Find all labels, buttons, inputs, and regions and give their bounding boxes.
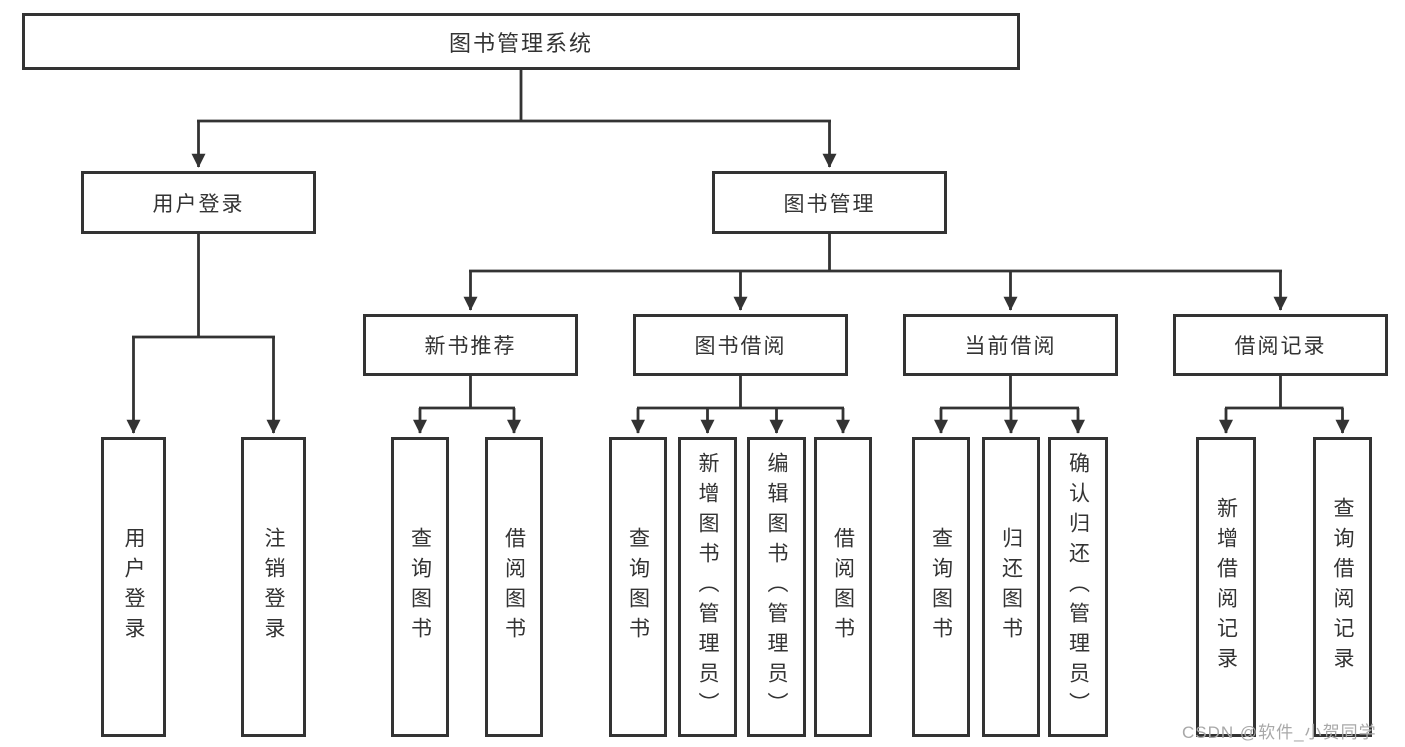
- node-book-borrowing: 图书借阅: [633, 314, 848, 376]
- leaf-query-borrow-record-label: 查询借阅记录: [1331, 497, 1354, 677]
- node-current-borrowing: 当前借阅: [903, 314, 1118, 376]
- leaf-edit-books-admin-label: 编辑图书（管理员）: [765, 452, 788, 722]
- leaf-query-books-current: 查询图书: [912, 437, 970, 737]
- node-new-book-recommendation: 新书推荐: [363, 314, 578, 376]
- leaf-return-books: 归还图书: [982, 437, 1040, 737]
- leaf-query-books-current-label: 查询图书: [929, 527, 953, 647]
- leaf-query-books-recommend-label: 查询图书: [408, 527, 432, 647]
- node-book-management: 图书管理: [712, 171, 947, 234]
- leaf-return-books-label: 归还图书: [999, 527, 1023, 647]
- leaf-add-books-admin: 新增图书（管理员）: [678, 437, 737, 737]
- node-user-login: 用户登录: [81, 171, 316, 234]
- leaf-add-books-admin-label: 新增图书（管理员）: [696, 452, 719, 722]
- watermark: CSDN @软件_小贺同学: [1182, 723, 1377, 742]
- leaf-logout-label: 注销登录: [262, 527, 285, 647]
- leaf-query-books-borrowing: 查询图书: [609, 437, 667, 737]
- leaf-query-borrow-record: 查询借阅记录: [1313, 437, 1372, 737]
- leaf-logout: 注销登录: [241, 437, 306, 737]
- leaf-add-borrow-record-label: 新增借阅记录: [1214, 497, 1238, 677]
- node-library-management-system: 图书管理系统: [22, 13, 1020, 70]
- leaf-borrow-books-borrowing: 借阅图书: [814, 437, 872, 737]
- leaf-confirm-return-admin: 确认归还（管理员）: [1048, 437, 1108, 737]
- leaf-user-login: 用户登录: [101, 437, 166, 737]
- leaf-confirm-return-admin-label: 确认归还（管理员）: [1066, 452, 1090, 722]
- leaf-borrow-books-recommend-label: 借阅图书: [502, 527, 526, 647]
- leaf-query-books-borrowing-label: 查询图书: [626, 527, 650, 647]
- node-borrowing-records: 借阅记录: [1173, 314, 1388, 376]
- leaf-borrow-books-recommend: 借阅图书: [485, 437, 543, 737]
- leaf-user-login-label: 用户登录: [122, 527, 145, 647]
- leaf-borrow-books-borrowing-label: 借阅图书: [831, 527, 855, 647]
- leaf-query-books-recommend: 查询图书: [391, 437, 449, 737]
- leaf-add-borrow-record: 新增借阅记录: [1196, 437, 1256, 737]
- connector-arrows: [126, 121, 1350, 434]
- connector-rails: [132, 70, 1344, 410]
- leaf-edit-books-admin: 编辑图书（管理员）: [747, 437, 806, 737]
